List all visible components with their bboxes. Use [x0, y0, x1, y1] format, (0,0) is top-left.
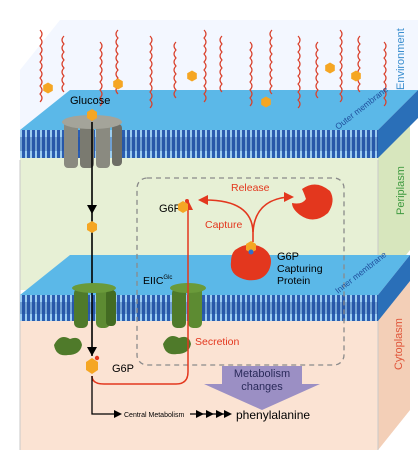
eiic-label-sup: Glc [163, 275, 172, 281]
periplasm-phosphate-dot [185, 199, 189, 203]
capture-protein-label-1: G6P [277, 251, 299, 263]
periplasm-glucose-molecule [87, 221, 97, 233]
g6p-cytoplasm-label: G6P [112, 363, 134, 375]
environment-molecule-strand [315, 41, 319, 99]
environment-molecule-strand [39, 29, 43, 103]
glucose-molecule [87, 109, 97, 121]
environment-glucose [43, 82, 53, 94]
capture-release-arrows [204, 196, 289, 242]
arrowhead-periplasm [87, 205, 97, 214]
environment-molecule-strand [149, 35, 153, 109]
g6p-capturing-protein [230, 241, 271, 281]
environment-glucose [187, 70, 197, 82]
capture-label: Capture [205, 219, 243, 231]
secretion-arrow [91, 208, 189, 385]
cytoplasm-g6p-molecule [86, 358, 98, 374]
release-label: Release [231, 182, 270, 194]
environment-glucose-molecules [43, 62, 361, 108]
pathway-arrows [190, 410, 232, 418]
periplasm-g6p-molecule [178, 201, 188, 213]
phosphate-dot [94, 355, 100, 361]
environment-molecule-strand [357, 35, 361, 93]
capture-protein-label-3: Protein [277, 275, 310, 287]
capture-protein-label-2: Capturing [277, 263, 323, 275]
eiic-label: EIICGlc [143, 275, 172, 287]
metabolism-label-2: changes [241, 381, 283, 393]
environment-molecule-strand [203, 29, 207, 103]
g6p-periplasm-label: G6P [159, 203, 181, 215]
secretion-label: Secretion [195, 336, 240, 348]
environment-molecule-strand [61, 35, 65, 93]
metabolism-changes-arrow [204, 366, 320, 410]
environment-molecule-strand [383, 41, 387, 107]
eiic-label-main: EIIC [143, 275, 164, 287]
cytoplasm-label: Cytoplasm [393, 318, 405, 370]
eiic-transporter-left [72, 283, 116, 328]
central-metabolism-arrowhead [114, 410, 122, 418]
environment-glucose [113, 78, 123, 90]
empty-capturing-protein [292, 184, 333, 220]
environment-molecule-strand [297, 35, 301, 109]
eiia-protein [54, 337, 82, 356]
glucose-label: Glucose [70, 95, 110, 107]
environment-molecule-strand [173, 41, 177, 99]
environment-glucose [351, 70, 361, 82]
environment-glucose [261, 96, 271, 108]
eiib-protein [163, 336, 191, 355]
release-arrowhead-right [284, 192, 294, 202]
central-metabolism-label: Central Metabolism [124, 412, 184, 419]
environment-molecule-strand [339, 29, 343, 103]
environment-molecule-strand [249, 41, 253, 107]
phenylalanine-label: phenylalanine [236, 408, 310, 422]
central-metabolism-connector [91, 376, 116, 415]
environment-glucose [325, 62, 335, 74]
periplasm-label: Periplasm [395, 166, 407, 215]
eiic-transporter-right [170, 283, 206, 328]
release-arrowhead-left [198, 195, 208, 205]
environment-molecule-strand [99, 41, 103, 107]
engineered-system-box [136, 177, 345, 366]
arrowhead-cytoplasm [87, 347, 97, 356]
environment-molecule-strand [269, 29, 273, 95]
environment-molecule-strand [219, 35, 223, 93]
environment-label: Environment [395, 28, 407, 90]
metabolism-label-1: Metabolism [234, 368, 290, 380]
